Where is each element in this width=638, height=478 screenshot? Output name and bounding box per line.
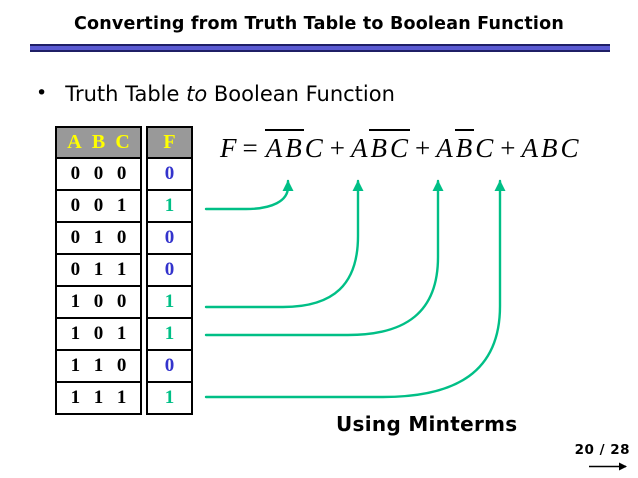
cell-a: 0 (70, 259, 81, 280)
cell-b: 1 (93, 227, 104, 248)
cell-c: 1 (116, 259, 127, 280)
bullet-text-post: Boolean Function (207, 82, 395, 106)
cell-c: 0 (116, 227, 127, 248)
column-header-f: F (163, 131, 176, 153)
literal-a: A (436, 133, 453, 163)
truth-table-f-row-110: 0 (148, 349, 191, 381)
truth-table-output-box: F 0 1 0 0 1 1 0 1 (146, 126, 193, 415)
cell-c: 1 (116, 387, 127, 408)
cell-b: 1 (93, 355, 104, 376)
column-header-a: A (67, 131, 82, 153)
cell-f: 1 (164, 323, 175, 344)
cell-f: 1 (164, 291, 175, 312)
literal-a: A (350, 133, 368, 163)
truth-table-f-row-100: 1 (148, 285, 191, 317)
slide-title: Converting from Truth Table to Boolean F… (74, 14, 564, 34)
truth-table-output-header: F (148, 128, 191, 157)
truth-table-f-row-101: 1 (148, 317, 191, 349)
cell-c: 0 (116, 291, 127, 312)
truth-table-f-row-111: 1 (148, 381, 191, 413)
title-underline (30, 44, 610, 52)
bullet-text-italic: to (186, 82, 208, 106)
cell-a: 0 (70, 163, 81, 184)
formula-plus: + (329, 133, 345, 163)
truth-table-f-row-010: 0 (148, 221, 191, 253)
literal-not-b: B (284, 129, 304, 164)
formula-plus: + (415, 133, 431, 163)
bullet-text-pre: Truth Table (65, 82, 187, 106)
bullet-line: • Truth Table to Boolean Function (36, 82, 395, 106)
cell-f: 1 (164, 387, 175, 408)
bullet-icon: • (36, 82, 48, 104)
cell-b: 0 (93, 163, 104, 184)
column-header-c: C (115, 131, 130, 153)
cell-c: 0 (116, 355, 127, 376)
literal-c: C (475, 133, 494, 163)
cell-a: 0 (70, 195, 81, 216)
minterm-arrow-row-111 (204, 179, 506, 399)
cell-a: 1 (70, 291, 81, 312)
cell-a: 0 (70, 227, 81, 248)
truth-table-f-row-000: 0 (148, 157, 191, 189)
literal-b: B (540, 133, 558, 163)
cell-c: 1 (116, 323, 127, 344)
cell-f: 0 (164, 227, 175, 248)
cell-f: 0 (164, 355, 175, 376)
cell-f: 0 (164, 259, 175, 280)
cell-b: 0 (93, 195, 104, 216)
cell-b: 0 (93, 323, 104, 344)
minterm-arrow-row-001 (204, 179, 294, 211)
literal-not-b: B (454, 129, 475, 164)
cell-b: 1 (93, 387, 104, 408)
column-header-b: B (91, 131, 106, 153)
cell-f: 0 (164, 163, 175, 184)
cell-b: 0 (93, 291, 104, 312)
page-indicator: 20 / 28 (574, 442, 630, 458)
minterm-arrow-row-100 (204, 179, 364, 309)
truth-table-f-row-011: 0 (148, 253, 191, 285)
literal-not-c: C (388, 129, 410, 164)
formula-lhs: F (220, 133, 237, 163)
cell-f: 1 (164, 195, 175, 216)
formula-equals: = (242, 133, 258, 163)
literal-c: C (304, 133, 323, 163)
literal-a: A (521, 133, 538, 163)
truth-table-f-row-001: 1 (148, 189, 191, 221)
cell-a: 1 (70, 387, 81, 408)
cell-b: 1 (93, 259, 104, 280)
caption-using-minterms: Using Minterms (336, 412, 518, 436)
cell-a: 1 (70, 323, 81, 344)
cell-a: 1 (70, 355, 81, 376)
cell-c: 1 (116, 195, 127, 216)
formula-plus: + (500, 133, 516, 163)
literal-c: C (560, 133, 579, 163)
literal-not-a: A (264, 129, 285, 164)
minterm-arrow-row-101 (204, 179, 444, 337)
cell-c: 0 (116, 163, 127, 184)
literal-not-b: B (369, 129, 389, 164)
